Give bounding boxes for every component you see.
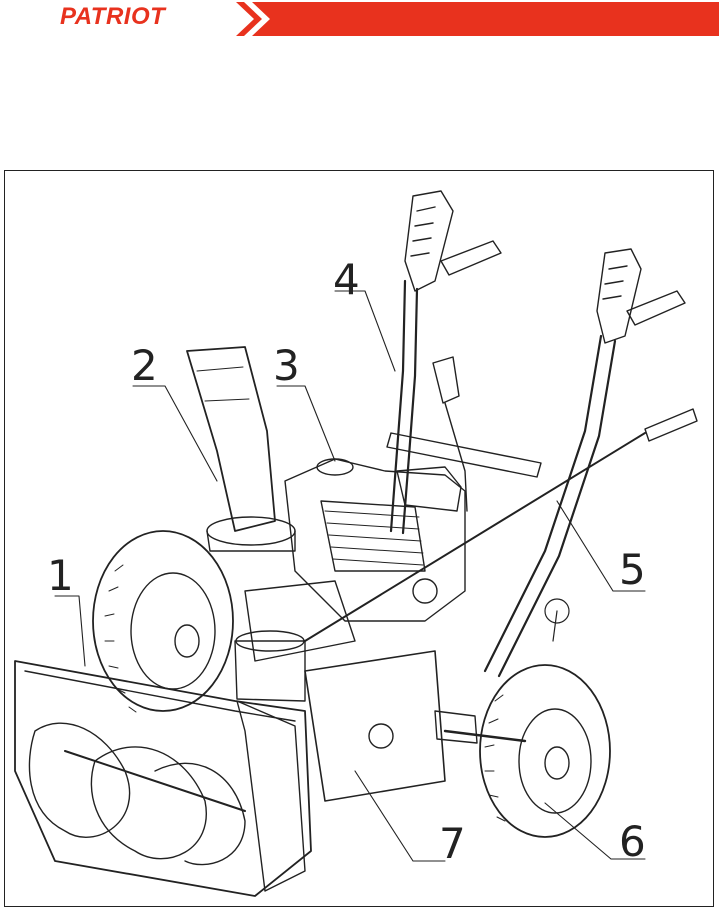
engine bbox=[285, 459, 465, 621]
handle-bars bbox=[387, 191, 685, 676]
callout-6: 6 bbox=[619, 821, 646, 863]
diagram-frame: 1 2 3 4 5 6 7 bbox=[4, 170, 714, 907]
right-wheel bbox=[445, 599, 610, 837]
gearbox bbox=[245, 581, 477, 801]
callout-1: 1 bbox=[47, 555, 74, 597]
callout-2: 2 bbox=[131, 345, 158, 387]
callout-7: 7 bbox=[439, 823, 466, 865]
callout-5: 5 bbox=[619, 549, 646, 591]
left-wheel bbox=[93, 531, 233, 712]
header-bar: PATRIOT bbox=[0, 0, 719, 40]
auger-housing bbox=[15, 631, 311, 896]
brand-logo: PATRIOT bbox=[60, 3, 165, 31]
callout-4: 4 bbox=[333, 259, 360, 301]
levers bbox=[305, 357, 697, 641]
callout-3: 3 bbox=[273, 345, 300, 387]
